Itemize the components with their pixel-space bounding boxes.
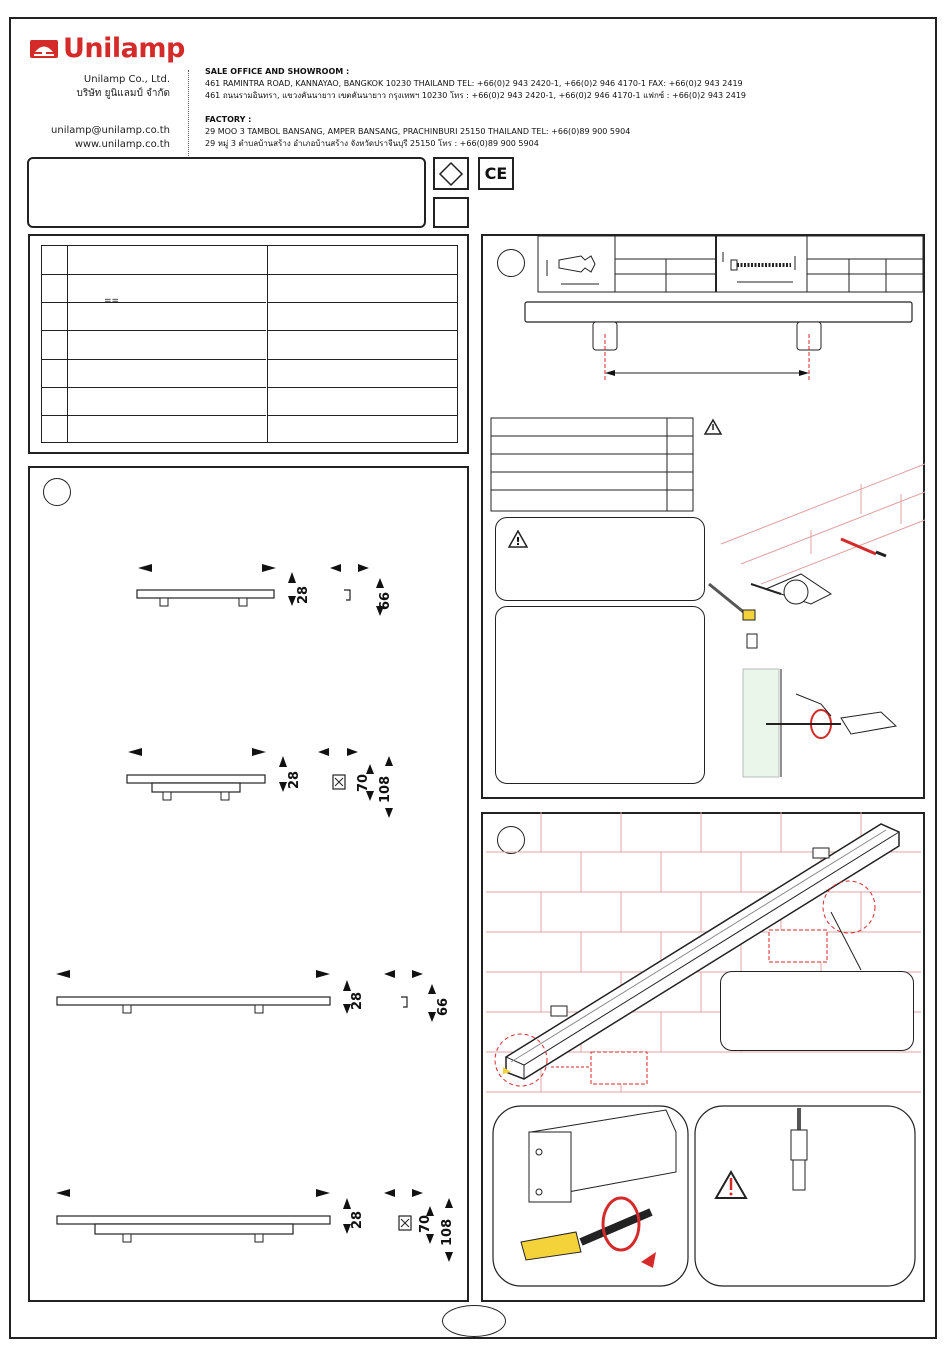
brand-name: Unilamp <box>63 33 185 64</box>
lamp-logo-icon <box>30 39 58 58</box>
variant-1-drawing <box>136 564 384 616</box>
v3-height-label: 28 <box>350 991 365 1010</box>
diamond-icon <box>438 161 464 187</box>
v4-depth-label: 108 <box>440 1218 455 1246</box>
warning-triangle-icon: ! <box>508 530 528 548</box>
variant-3-drawing <box>56 970 436 1022</box>
page-frame <box>9 17 937 1339</box>
installation-drawing <box>486 812 921 1287</box>
screwdriver-drawing <box>742 668 898 778</box>
luminaire-installed <box>503 823 900 1080</box>
v1-depth-label: 66 <box>378 591 393 610</box>
step-circle-3 <box>497 826 525 854</box>
v4-height-label: 28 <box>350 1210 365 1229</box>
company-contact: unilamp@unilamp.co.th www.unilamp.co.th <box>51 124 170 152</box>
installation-callout <box>720 971 914 1051</box>
anchor-drawing <box>840 537 887 558</box>
factory-heading: FACTORY : <box>205 115 252 124</box>
brick-wall-bg <box>720 463 925 585</box>
step-circle-2 <box>497 249 525 277</box>
sale-office-address-en: 461 RAMINTRA ROAD, KANNAYAO, BANGKOK 102… <box>205 79 743 88</box>
spec-symbol: == <box>104 296 120 306</box>
class-symbol-box <box>433 157 469 190</box>
company-name-en: Unilamp Co., Ltd. <box>83 74 170 85</box>
v3-depth-label: 66 <box>436 997 451 1016</box>
warning-icon <box>703 418 723 435</box>
wall-plug-icon <box>546 255 599 285</box>
sale-office-address-th: 461 ถนนรามอินทรา, แขวงคันนายาว เขตคันนาย… <box>205 91 747 100</box>
company-name-th: บริษัท ยูนิแลมป์ จำกัด <box>76 88 171 99</box>
wiring-callout <box>495 606 705 784</box>
screw-icon <box>722 252 796 283</box>
v1-height-label: 28 <box>296 585 311 604</box>
warning-callout: ! <box>495 517 705 601</box>
company-name: Unilamp Co., Ltd. บริษัท ยูนิแลมป์ จำกัด <box>77 73 171 101</box>
v2-depth-label: 108 <box>378 775 393 803</box>
factory-address-en: 29 MOO 3 TAMBOL BANSANG, AMPER BANSANG, … <box>205 127 631 136</box>
factory-address-th: 29 หมู่ 3 ตำบลบ้านสร้าง อำเภอบ้านสร้าง จ… <box>205 139 539 148</box>
dimension-drawings <box>56 564 453 1262</box>
company-website[interactable]: www.unilamp.co.th <box>74 139 170 150</box>
company-email[interactable]: unilamp@unilamp.co.th <box>51 125 170 136</box>
empty-symbol-box <box>433 197 469 228</box>
connector-warning-detail <box>714 1108 808 1199</box>
spacing-table <box>490 417 694 512</box>
spec-panel <box>28 234 469 454</box>
ce-mark: CE <box>478 157 514 190</box>
page-number-oval <box>442 1305 506 1337</box>
sale-office: SALE OFFICE AND SHOWROOM : 461 RAMINTRA … <box>205 66 746 102</box>
luminaire-side-view <box>524 301 913 380</box>
variant-4-drawing <box>56 1189 453 1262</box>
factory: FACTORY : 29 MOO 3 TAMBOL BANSANG, AMPER… <box>205 114 630 150</box>
cable-connector-drawing <box>708 582 758 649</box>
step-circle-1 <box>43 478 71 506</box>
spec-table: == <box>41 245 458 443</box>
sale-office-heading: SALE OFFICE AND SHOWROOM : <box>205 67 350 76</box>
drill-icon <box>750 573 832 605</box>
v2-height-label: 28 <box>287 770 302 789</box>
v4-inner-label: 70 <box>418 1214 433 1233</box>
variant-2-drawing <box>126 748 393 818</box>
connector-detail <box>520 1109 677 1268</box>
v2-inner-label: 70 <box>356 773 371 792</box>
warning-mark: ! <box>515 535 520 548</box>
dimensions-panel <box>28 466 469 1302</box>
brand-logo: Unilamp <box>29 33 185 64</box>
header-divider <box>188 70 189 156</box>
hardware-table <box>537 235 924 293</box>
mounting-drawing <box>490 235 925 778</box>
product-title-box <box>27 157 426 228</box>
